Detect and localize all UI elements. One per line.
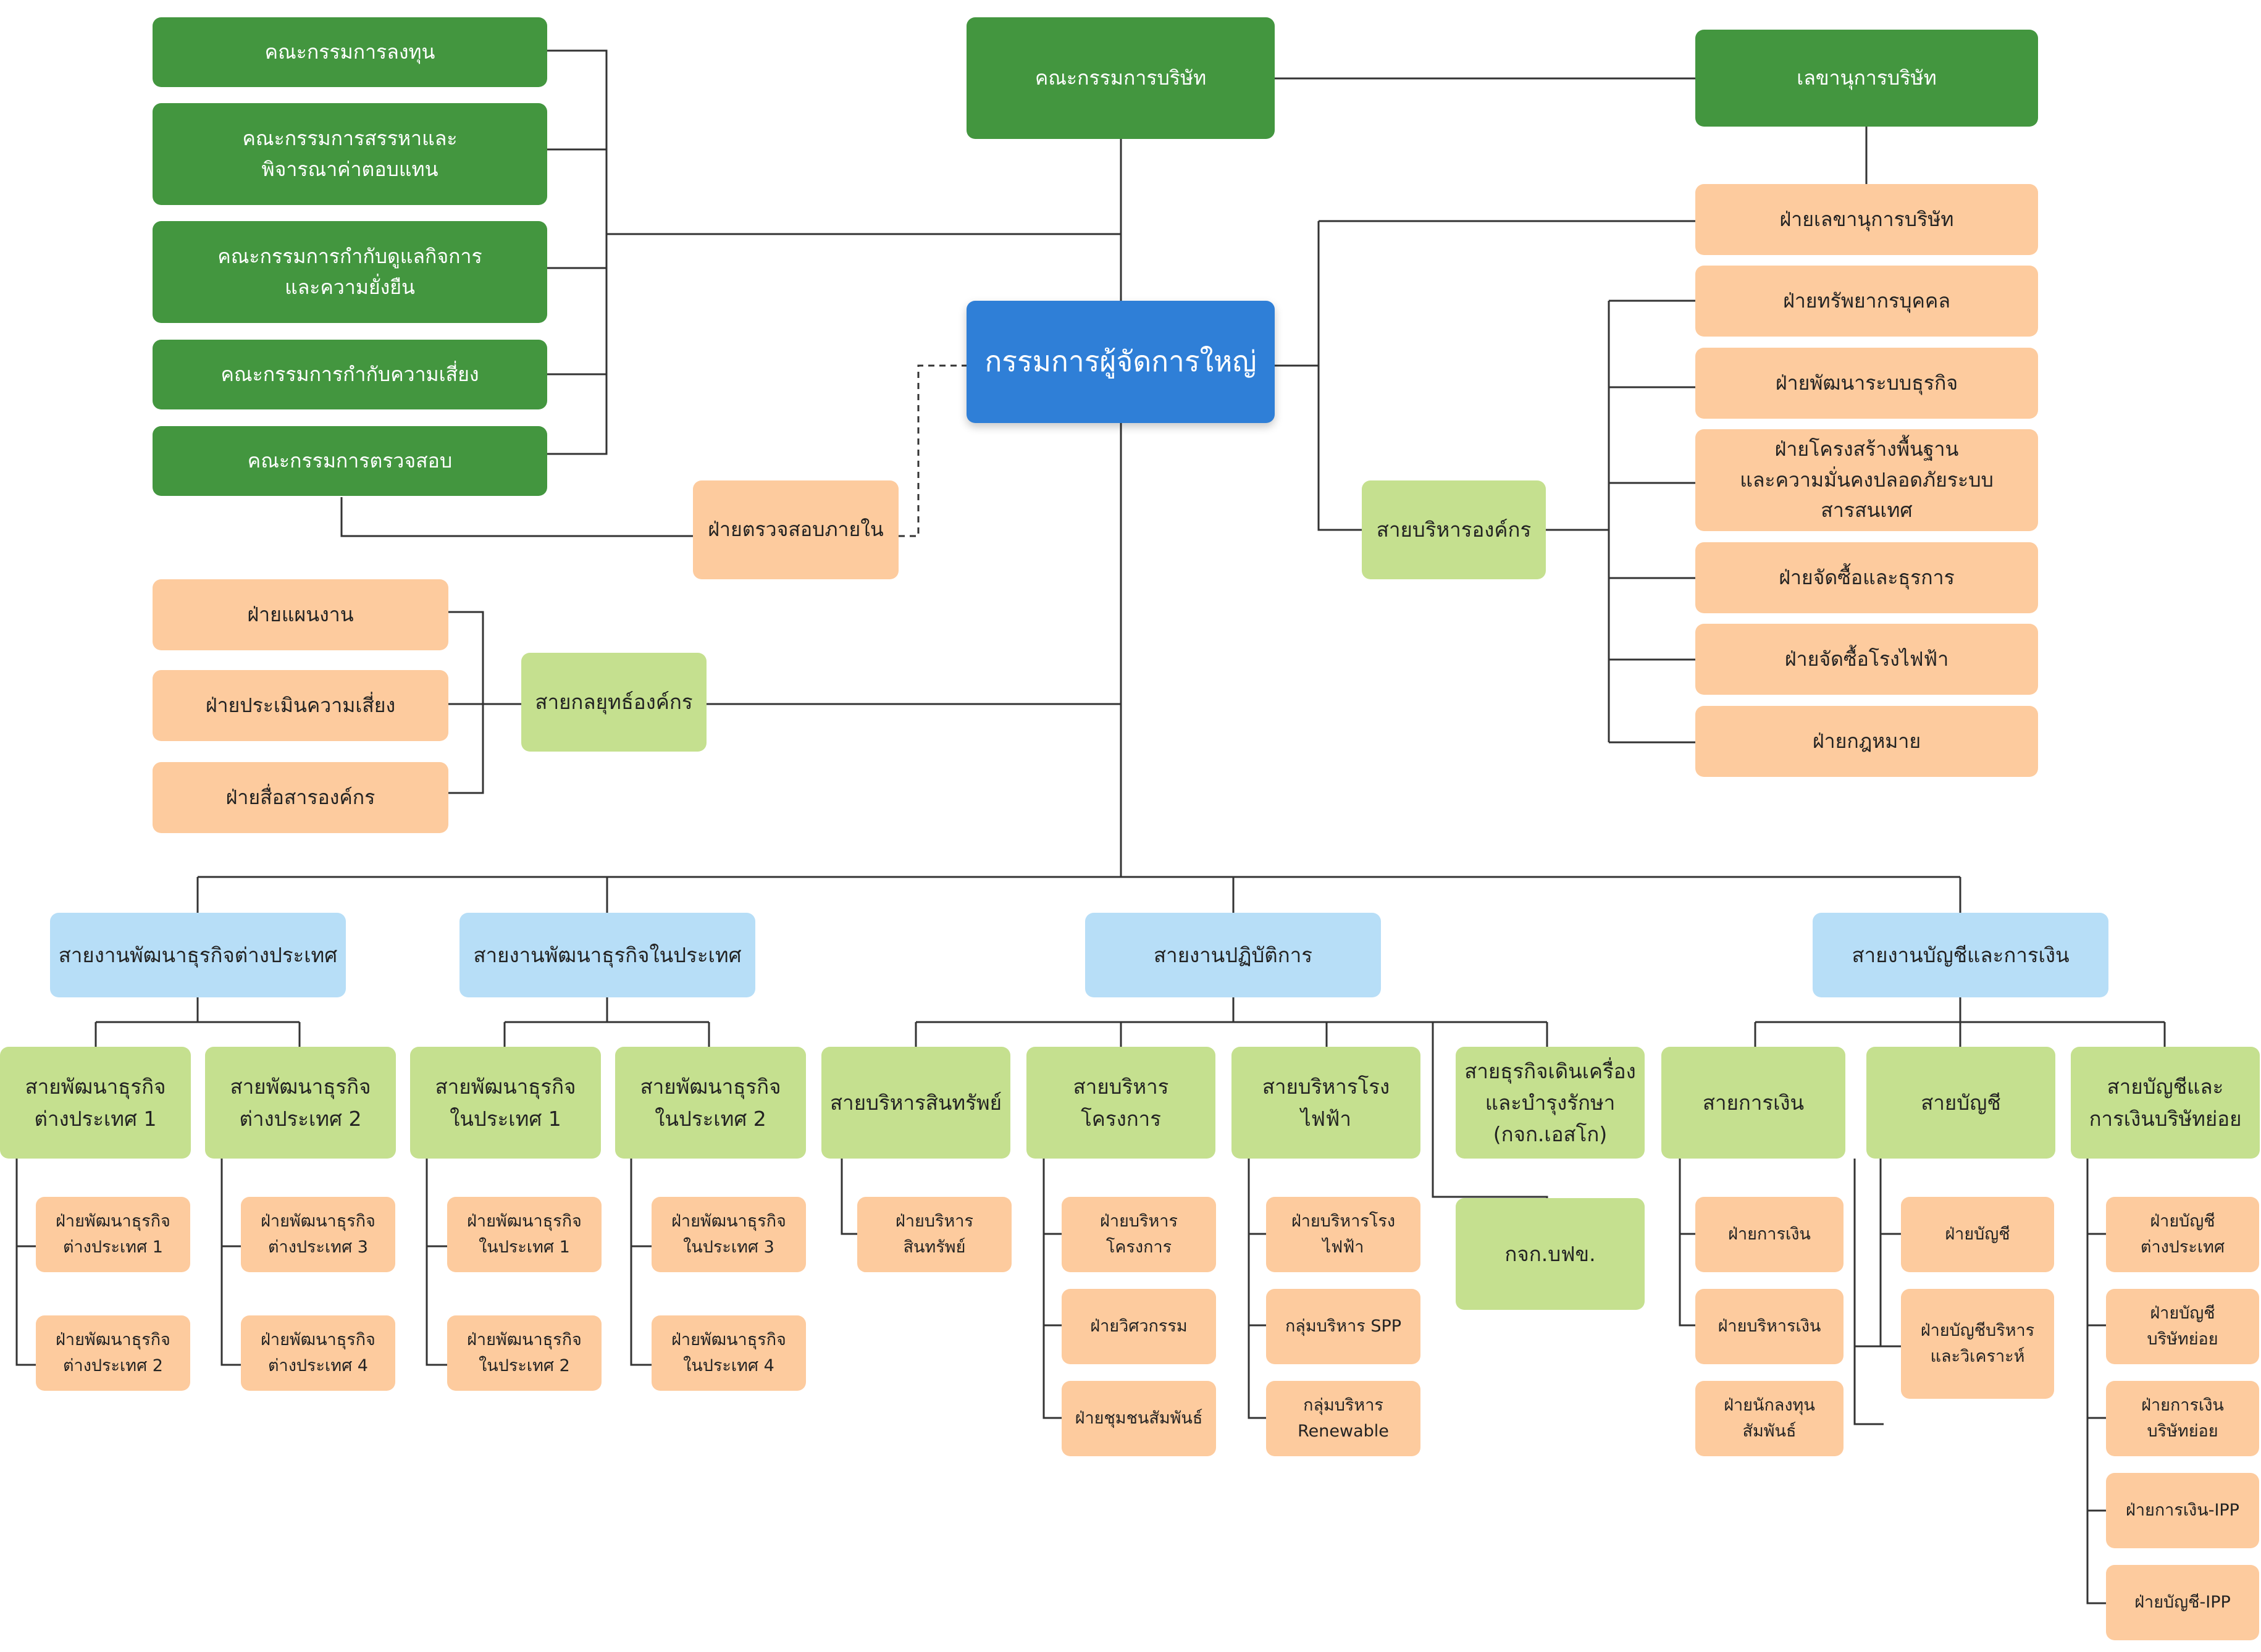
department-box: ฝ่ายพัฒนาธุรกิจ ต่างประเทศ 4	[241, 1315, 395, 1391]
department-box: ฝ่ายพัฒนาระบบธุรกิจ	[1695, 348, 2038, 419]
department-box: ฝ่ายวิศวกรรม	[1062, 1289, 1216, 1364]
business-unit-box: สายพัฒนาธุรกิจ ต่างประเทศ 1	[0, 1047, 191, 1159]
business-unit-box: กจก.บฟข.	[1456, 1198, 1645, 1310]
ceo-box: กรรมการผู้จัดการใหญ่	[967, 301, 1275, 423]
connector	[1546, 300, 1695, 744]
connector	[15, 1159, 241, 1366]
department-box: ฝ่ายบัญชี บริษัทย่อย	[2106, 1289, 2259, 1364]
connector	[196, 876, 1961, 913]
connector	[547, 49, 1121, 455]
department-box: ฝ่ายพัฒนาธุรกิจ ในประเทศ 1	[447, 1197, 602, 1272]
department-box: ฝ่ายการเงิน-IPP	[2106, 1473, 2259, 1548]
committee-box: คณะกรรมการลงทุน	[153, 17, 547, 87]
connector	[1879, 1159, 1901, 1348]
connector	[426, 1159, 652, 1366]
committee-box: คณะกรรมการกำกับดูแลกิจการ และความยั่งยืน	[153, 221, 547, 323]
connector	[915, 997, 1548, 1047]
department-box: ฝ่ายเลขานุการบริษัท	[1695, 184, 2038, 255]
department-box: ฝ่ายบริหารเงิน	[1695, 1289, 1844, 1364]
business-group-box: สายงานบัญชีและการเงิน	[1813, 913, 2108, 997]
department-box: ฝ่ายสื่อสารองค์กร	[153, 762, 448, 833]
committee-box: คณะกรรมการตรวจสอบ	[153, 426, 547, 496]
department-box: ฝ่ายบัญชี	[1901, 1197, 2054, 1272]
business-group-box: สายงานพัฒนาธุรกิจต่างประเทศ	[50, 913, 346, 997]
business-unit-box: สายธุรกิจเดินเครื่อง และบำรุงรักษา (กจก.…	[1456, 1047, 1645, 1159]
connector	[1679, 1159, 1695, 1327]
corporate-admin-box: สายบริหารองค์กร	[1362, 480, 1546, 579]
department-box: ฝ่ายบัญชี-IPP	[2106, 1565, 2259, 1640]
business-unit-box: สายบริหารโครงการ	[1026, 1047, 1215, 1159]
connector	[1275, 77, 1868, 184]
department-box: ฝ่ายโครงสร้างพื้นฐาน และความมั่นคงปลอดภั…	[1695, 429, 2038, 531]
department-box: ฝ่ายพัฒนาธุรกิจ ต่างประเทศ 1	[36, 1197, 190, 1272]
business-group-box: สายงานปฏิบัติการ	[1085, 913, 1381, 997]
connector	[94, 997, 301, 1047]
business-group-box: สายงานพัฒนาธุรกิจในประเทศ	[459, 913, 755, 997]
department-box: ฝ่ายบัญชีบริหาร และวิเคราะห์	[1901, 1289, 2054, 1399]
department-box: ฝ่ายพัฒนาธุรกิจ ในประเทศ 2	[447, 1315, 602, 1391]
department-box: ฝ่ายทรัพยากรบุคคล	[1695, 266, 2038, 337]
connector	[503, 997, 710, 1047]
connector	[1275, 220, 1695, 531]
department-box: ฝ่ายพัฒนาธุรกิจ ในประเทศ 4	[652, 1315, 806, 1391]
corporate-secretary-box: เลขานุการบริษัท	[1695, 30, 2038, 127]
business-unit-box: สายพัฒนาธุรกิจ ในประเทศ 1	[410, 1047, 601, 1159]
internal-audit-box: ฝ่ายตรวจสอบภายใน	[693, 480, 899, 579]
connector	[1432, 1022, 1548, 1198]
department-box: ฝ่ายพัฒนาธุรกิจ ต่างประเทศ 2	[36, 1315, 190, 1391]
department-box: ฝ่ายพัฒนาธุรกิจ ในประเทศ 3	[652, 1197, 806, 1272]
business-unit-box: สายบัญชีและ การเงินบริษัทย่อย	[2071, 1047, 2260, 1159]
department-box: ฝ่ายการเงิน บริษัทย่อย	[2106, 1381, 2259, 1456]
business-unit-box: สายการเงิน	[1661, 1047, 1845, 1159]
business-unit-box: สายบริหารโรงไฟฟ้า	[1231, 1047, 1420, 1159]
connector	[1248, 1159, 1266, 1419]
department-box: ฝ่ายบริหารโรงไฟฟ้า	[1266, 1197, 1420, 1272]
connector	[841, 1159, 857, 1235]
department-box: ฝ่ายนักลงทุน สัมพันธ์	[1695, 1381, 1844, 1456]
connector	[448, 611, 1121, 794]
connector	[1853, 1159, 1901, 1425]
department-box: ฝ่ายกฎหมาย	[1695, 706, 2038, 777]
business-unit-box: สายพัฒนาธุรกิจ ในประเทศ 2	[615, 1047, 806, 1159]
connector	[899, 364, 967, 537]
committee-box: คณะกรรมการสรรหาและ พิจารณาค่าตอบแทน	[153, 103, 547, 205]
committee-box: คณะกรรมการกำกับความเสี่ยง	[153, 340, 547, 409]
department-box: กลุ่มบริหาร Renewable	[1266, 1381, 1420, 1456]
business-unit-box: สายบริหารสินทรัพย์	[821, 1047, 1010, 1159]
department-box: ฝ่ายบริหารโครงการ	[1062, 1197, 1216, 1272]
connector	[1754, 997, 2166, 1047]
department-box: กลุ่มบริหาร SPP	[1266, 1289, 1420, 1364]
department-box: ฝ่ายบัญชี ต่างประเทศ	[2106, 1197, 2259, 1272]
department-box: ฝ่ายพัฒนาธุรกิจ ต่างประเทศ 3	[241, 1197, 395, 1272]
department-box: ฝ่ายประเมินความเสี่ยง	[153, 670, 448, 741]
department-box: ฝ่ายจัดซื้อโรงไฟฟ้า	[1695, 624, 2038, 695]
department-box: ฝ่ายแผนงาน	[153, 579, 448, 650]
business-unit-box: สายบัญชี	[1866, 1047, 2055, 1159]
board-of-directors-box: คณะกรรมการบริษัท	[967, 17, 1275, 139]
business-unit-box: สายพัฒนาธุรกิจ ต่างประเทศ 2	[205, 1047, 396, 1159]
corporate-strategy-box: สายกลยุทธ์องค์กร	[521, 653, 707, 752]
department-box: ฝ่ายชุมชนสัมพันธ์	[1062, 1381, 1216, 1456]
connector	[340, 497, 693, 537]
connector	[1042, 1159, 1062, 1419]
department-box: ฝ่ายจัดซื้อและธุรการ	[1695, 542, 2038, 613]
department-box: ฝ่ายบริหารสินทรัพย์	[857, 1197, 1012, 1272]
department-box: ฝ่ายการเงิน	[1695, 1197, 1844, 1272]
connector	[2086, 1159, 2106, 1604]
